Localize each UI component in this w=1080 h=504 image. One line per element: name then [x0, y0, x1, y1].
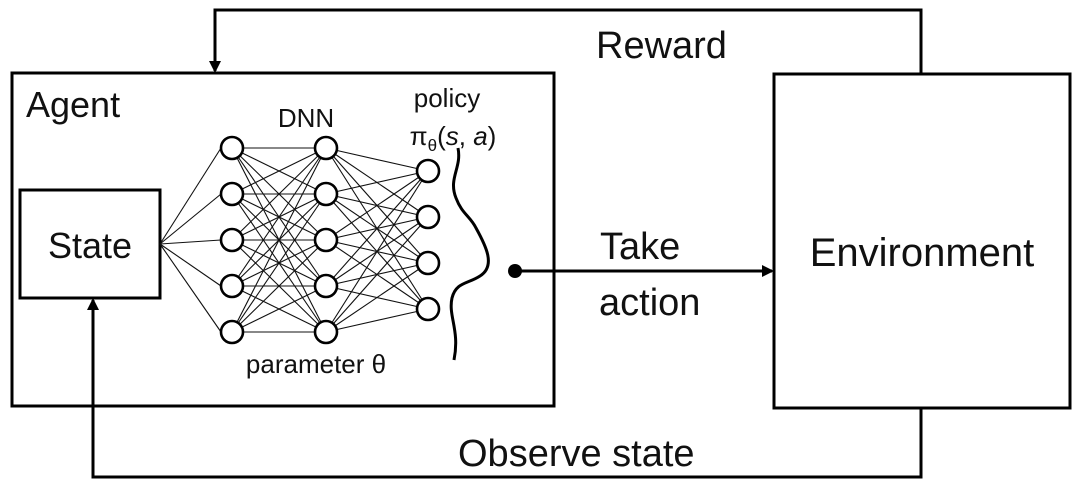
agent-label: Agent: [26, 84, 120, 125]
policy-pi: π: [410, 121, 428, 151]
parameter-label: parameter θ: [246, 349, 386, 379]
policy-close: ): [488, 121, 497, 151]
network-connection: [325, 147, 429, 172]
network-node: [219, 181, 245, 207]
network-node: [313, 273, 339, 299]
policy-open: (: [437, 121, 446, 151]
network-connection: [231, 285, 327, 333]
input-connection: [159, 239, 222, 245]
network-node: [313, 319, 339, 345]
input-connection: [159, 243, 222, 287]
input-connection: [159, 193, 222, 245]
network-node: [313, 181, 339, 207]
network-node: [313, 227, 339, 253]
network-node: [415, 204, 441, 230]
policy-a: a: [473, 121, 487, 151]
dnn-network: [159, 135, 441, 345]
policy-comma: ,: [459, 121, 473, 151]
network-node: [219, 319, 245, 345]
network-connection: [231, 147, 327, 195]
take-action-line1: Take: [600, 226, 680, 268]
input-connection: [159, 243, 222, 333]
network-nodes: [219, 135, 441, 345]
network-connection: [231, 147, 327, 287]
network-connections: [159, 147, 429, 333]
policy-label: policy: [414, 83, 480, 113]
network-connection: [325, 170, 429, 287]
policy-theta: θ: [428, 136, 437, 155]
input-connection: [159, 147, 222, 245]
network-node: [313, 135, 339, 161]
network-connection: [325, 170, 429, 195]
network-connection: [231, 147, 327, 333]
network-connection: [231, 147, 327, 241]
network-connection: [325, 308, 429, 333]
network-node: [415, 296, 441, 322]
network-node: [415, 158, 441, 184]
policy-symbol: πθ(s, a): [410, 121, 497, 155]
agent-box: [10, 71, 556, 408]
reward-label: Reward: [596, 25, 727, 67]
observe-state-label: Observe state: [458, 433, 695, 475]
policy-s: s: [446, 121, 459, 151]
environment-label: Environment: [810, 231, 1035, 275]
reward-arrow: [209, 8, 923, 74]
take-action-line2: action: [599, 282, 700, 324]
network-node: [219, 227, 245, 253]
network-connection: [325, 170, 429, 241]
dnn-label: DNN: [278, 103, 334, 133]
network-connection: [231, 239, 327, 333]
observe-state-arrow: [87, 298, 923, 479]
state-label: State: [48, 225, 132, 266]
network-node: [219, 135, 245, 161]
network-node: [415, 250, 441, 276]
network-connection: [325, 170, 429, 333]
network-node: [219, 273, 245, 299]
network-connection: [231, 193, 327, 333]
network-connection: [325, 262, 429, 333]
network-connection: [325, 216, 429, 333]
policy-distribution-curve: [449, 147, 490, 361]
